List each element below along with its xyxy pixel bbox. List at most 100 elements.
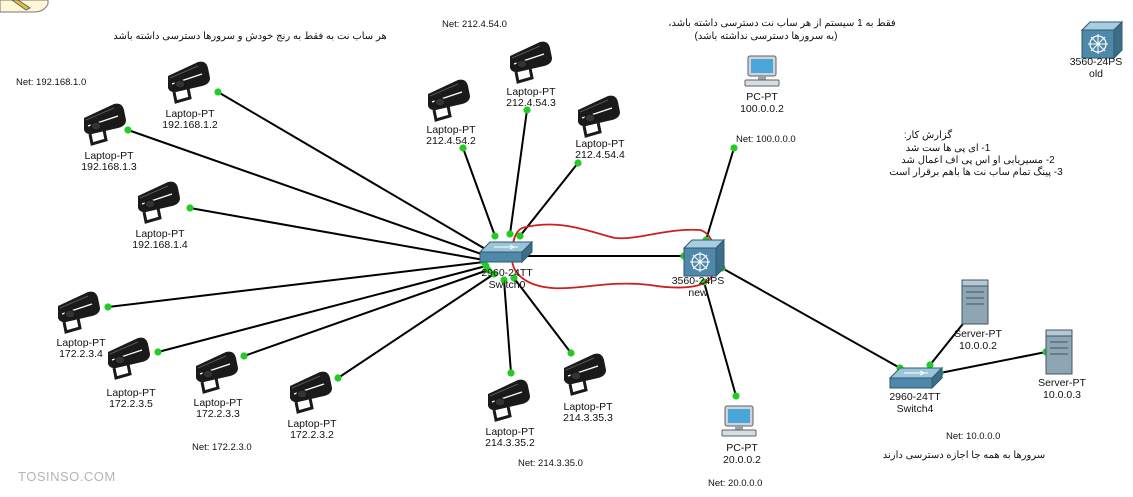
pc-20-0-0-2[interactable]: PC-PT 20.0.0.2 xyxy=(721,405,761,466)
pc-icon xyxy=(721,405,757,437)
laptop-212-4-54-3[interactable]: Laptop-PT 212.4.54.3 xyxy=(506,40,556,109)
port-light xyxy=(516,232,524,240)
laptop-192-168-1-4[interactable]: Laptop-PT 192.168.1.4 xyxy=(132,180,188,251)
port-light xyxy=(104,303,112,311)
device-ip: 214.3.35.2 xyxy=(485,437,535,449)
laptop-172-2-3-4[interactable]: Laptop-PT 172.2.3.4 xyxy=(56,290,106,360)
multilayer-switch-icon xyxy=(683,239,725,277)
laptop-212-4-54-2[interactable]: Laptop-PT 212.4.54.2 xyxy=(426,78,476,147)
link-lap-3-2 xyxy=(337,273,495,379)
report-item-2: 2- مسیریابی او اس پی اف اعمال شد xyxy=(901,155,1055,166)
device-type: Laptop-PT xyxy=(485,426,535,438)
net-label-172: Net: 172.2.3.0 xyxy=(192,442,252,453)
device-name: old xyxy=(1089,68,1103,80)
device-type: 3560-24PS xyxy=(672,275,725,287)
port-light xyxy=(574,159,582,167)
device-type: Laptop-PT xyxy=(193,397,243,409)
report-title: گزارش کار: xyxy=(904,129,953,141)
port-light xyxy=(186,204,194,212)
multilayer-switch-old[interactable]: 3560-24PS old xyxy=(1070,21,1123,80)
server-10-0-0-3[interactable]: Server-PT 10.0.0.3 xyxy=(1038,329,1087,401)
note-servers-access: سرورها به همه جا اجازه دسترسی دارند xyxy=(883,450,1046,461)
laptop-icon xyxy=(56,290,102,334)
device-name: Switch4 xyxy=(897,403,934,415)
switch-icon xyxy=(889,367,943,389)
link-lap-3-5 xyxy=(157,265,487,353)
pc-icon xyxy=(744,55,780,87)
laptop-172-2-3-5[interactable]: Laptop-PT 172.2.3.5 xyxy=(106,336,156,410)
device-type: Laptop-PT xyxy=(426,124,476,136)
net-label-212: Net: 212.4.54.0 xyxy=(442,19,507,30)
switch0-2960[interactable]: 2960-24TT Switch0 xyxy=(479,241,533,291)
laptop-icon xyxy=(508,40,554,84)
server-icon xyxy=(1045,329,1073,375)
device-type: 2960-24TT xyxy=(889,391,941,403)
device-type: Laptop-PT xyxy=(563,401,613,413)
watermark: TOSINSO.COM xyxy=(18,469,116,484)
device-ip: 172.2.3.5 xyxy=(109,398,153,410)
laptop-icon xyxy=(166,60,212,104)
laptop-192-168-1-2[interactable]: Laptop-PT 192.168.1.2 xyxy=(162,60,218,131)
link-lap-35-2 xyxy=(503,279,512,374)
laptop-212-4-54-4[interactable]: Laptop-PT 212.4.54.4 xyxy=(575,94,625,161)
device-type: PC-PT xyxy=(746,91,778,103)
note-tool-icon[interactable] xyxy=(0,0,49,13)
multilayer-switch-icon xyxy=(1081,21,1123,59)
port-light xyxy=(459,144,467,152)
device-ip: 192.168.1.3 xyxy=(81,161,137,173)
device-type: 2960-24TT xyxy=(481,267,533,279)
links xyxy=(107,91,1047,397)
device-type: Server-PT xyxy=(1038,377,1086,389)
device-ip: 192.168.1.2 xyxy=(162,119,218,131)
port-light xyxy=(730,144,738,152)
pc-100-0-0-2[interactable]: PC-PT 100.0.0.2 xyxy=(740,55,784,115)
report-item-3: 3- پینگ تمام ساب نت ها باهم برقرار است xyxy=(889,166,1063,178)
laptop-214-3-35-3[interactable]: Laptop-PT 214.3.35.3 xyxy=(562,352,613,424)
link-ml-pc100 xyxy=(705,147,735,241)
port-light xyxy=(506,230,514,238)
net-label-10: Net: 10.0.0.0 xyxy=(946,431,1000,442)
laptop-172-2-3-3[interactable]: Laptop-PT 172.2.3.3 xyxy=(193,350,243,420)
device-type: Laptop-PT xyxy=(165,108,215,120)
port-light xyxy=(491,232,499,240)
port-light xyxy=(507,369,515,377)
device-ip: 172.2.3.2 xyxy=(290,429,334,441)
link-lap-3-4 xyxy=(107,261,485,308)
port-light xyxy=(490,270,498,278)
switch4-2960[interactable]: 2960-24TT Switch4 xyxy=(889,367,943,415)
note-subnet-rule: هر ساب نت به فقط به رنج خودش و سرورها دس… xyxy=(113,31,387,42)
port-light xyxy=(567,349,575,357)
laptop-icon xyxy=(82,102,128,146)
device-ip: 192.168.1.4 xyxy=(132,239,188,251)
port-light xyxy=(214,88,222,96)
laptop-icon xyxy=(486,378,532,422)
link-lap-3-3 xyxy=(243,269,489,357)
device-name: Switch0 xyxy=(489,279,526,291)
device-ip: 212.4.54.3 xyxy=(506,97,556,109)
device-type: Laptop-PT xyxy=(287,418,337,430)
server-10-0-0-2[interactable]: Server-PT 10.0.0.2 xyxy=(954,279,1003,352)
port-light xyxy=(154,348,162,356)
laptop-172-2-3-2[interactable]: Laptop-PT 172.2.3.2 xyxy=(287,370,337,441)
port-light xyxy=(240,352,248,360)
port-light xyxy=(523,106,531,114)
laptop-icon xyxy=(426,78,472,122)
laptop-192-168-1-3[interactable]: Laptop-PT 192.168.1.3 xyxy=(81,102,137,173)
link-lap-54-2 xyxy=(462,147,496,237)
laptop-icon xyxy=(136,180,182,224)
device-ip: 214.3.35.3 xyxy=(563,412,613,424)
link-sw4-srv3 xyxy=(939,351,1047,374)
multilayer-switch-new[interactable]: 3560-24PS new xyxy=(672,239,725,299)
port-light xyxy=(500,276,508,284)
link-lap-1-2 xyxy=(217,91,488,251)
port-light xyxy=(732,392,740,400)
device-ip: 212.4.54.2 xyxy=(426,135,476,147)
port-light xyxy=(124,126,132,134)
report-item-1: 1- ای پی ها ست شد xyxy=(906,143,991,154)
device-type: Laptop-PT xyxy=(84,150,134,162)
link-lap-1-4 xyxy=(189,207,485,261)
laptop-214-3-35-2[interactable]: Laptop-PT 214.3.35.2 xyxy=(485,378,535,449)
link-ml-pc20 xyxy=(703,281,737,397)
device-name: new xyxy=(688,287,708,299)
note-no-server-access: (به سرورها دسترسی نداشته باشد) xyxy=(695,31,838,42)
